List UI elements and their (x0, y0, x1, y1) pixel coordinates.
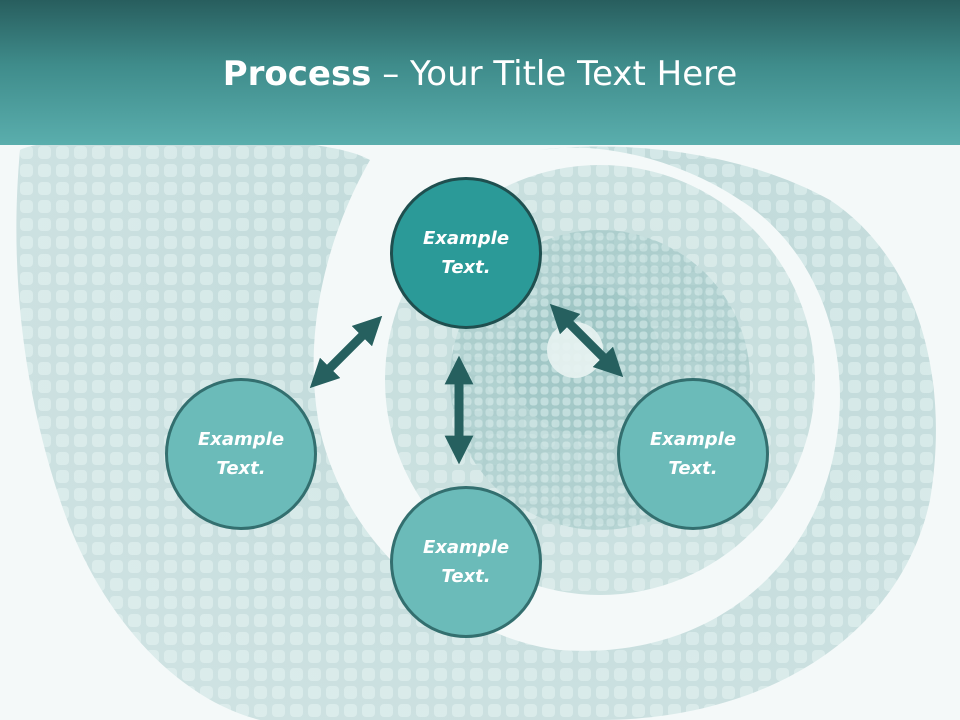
title-bar: Process – Your Title Text Here (0, 0, 960, 145)
circle-bottom-label: Example Text. (422, 537, 510, 587)
circle-bottom[interactable]: Example Text. (390, 486, 542, 638)
circle-left-label: Example Text. (197, 429, 285, 479)
circle-right[interactable]: Example Text. (617, 378, 769, 530)
title-rest: – Your Title Text Here (371, 54, 738, 94)
circle-left[interactable]: Example Text. (165, 378, 317, 530)
circle-right-label: Example Text. (649, 429, 737, 479)
slide-title[interactable]: Process – Your Title Text Here (0, 52, 960, 96)
circle-top-label: Example Text. (422, 228, 510, 278)
circle-top[interactable]: Example Text. (390, 177, 542, 329)
title-bold: Process (222, 54, 372, 94)
